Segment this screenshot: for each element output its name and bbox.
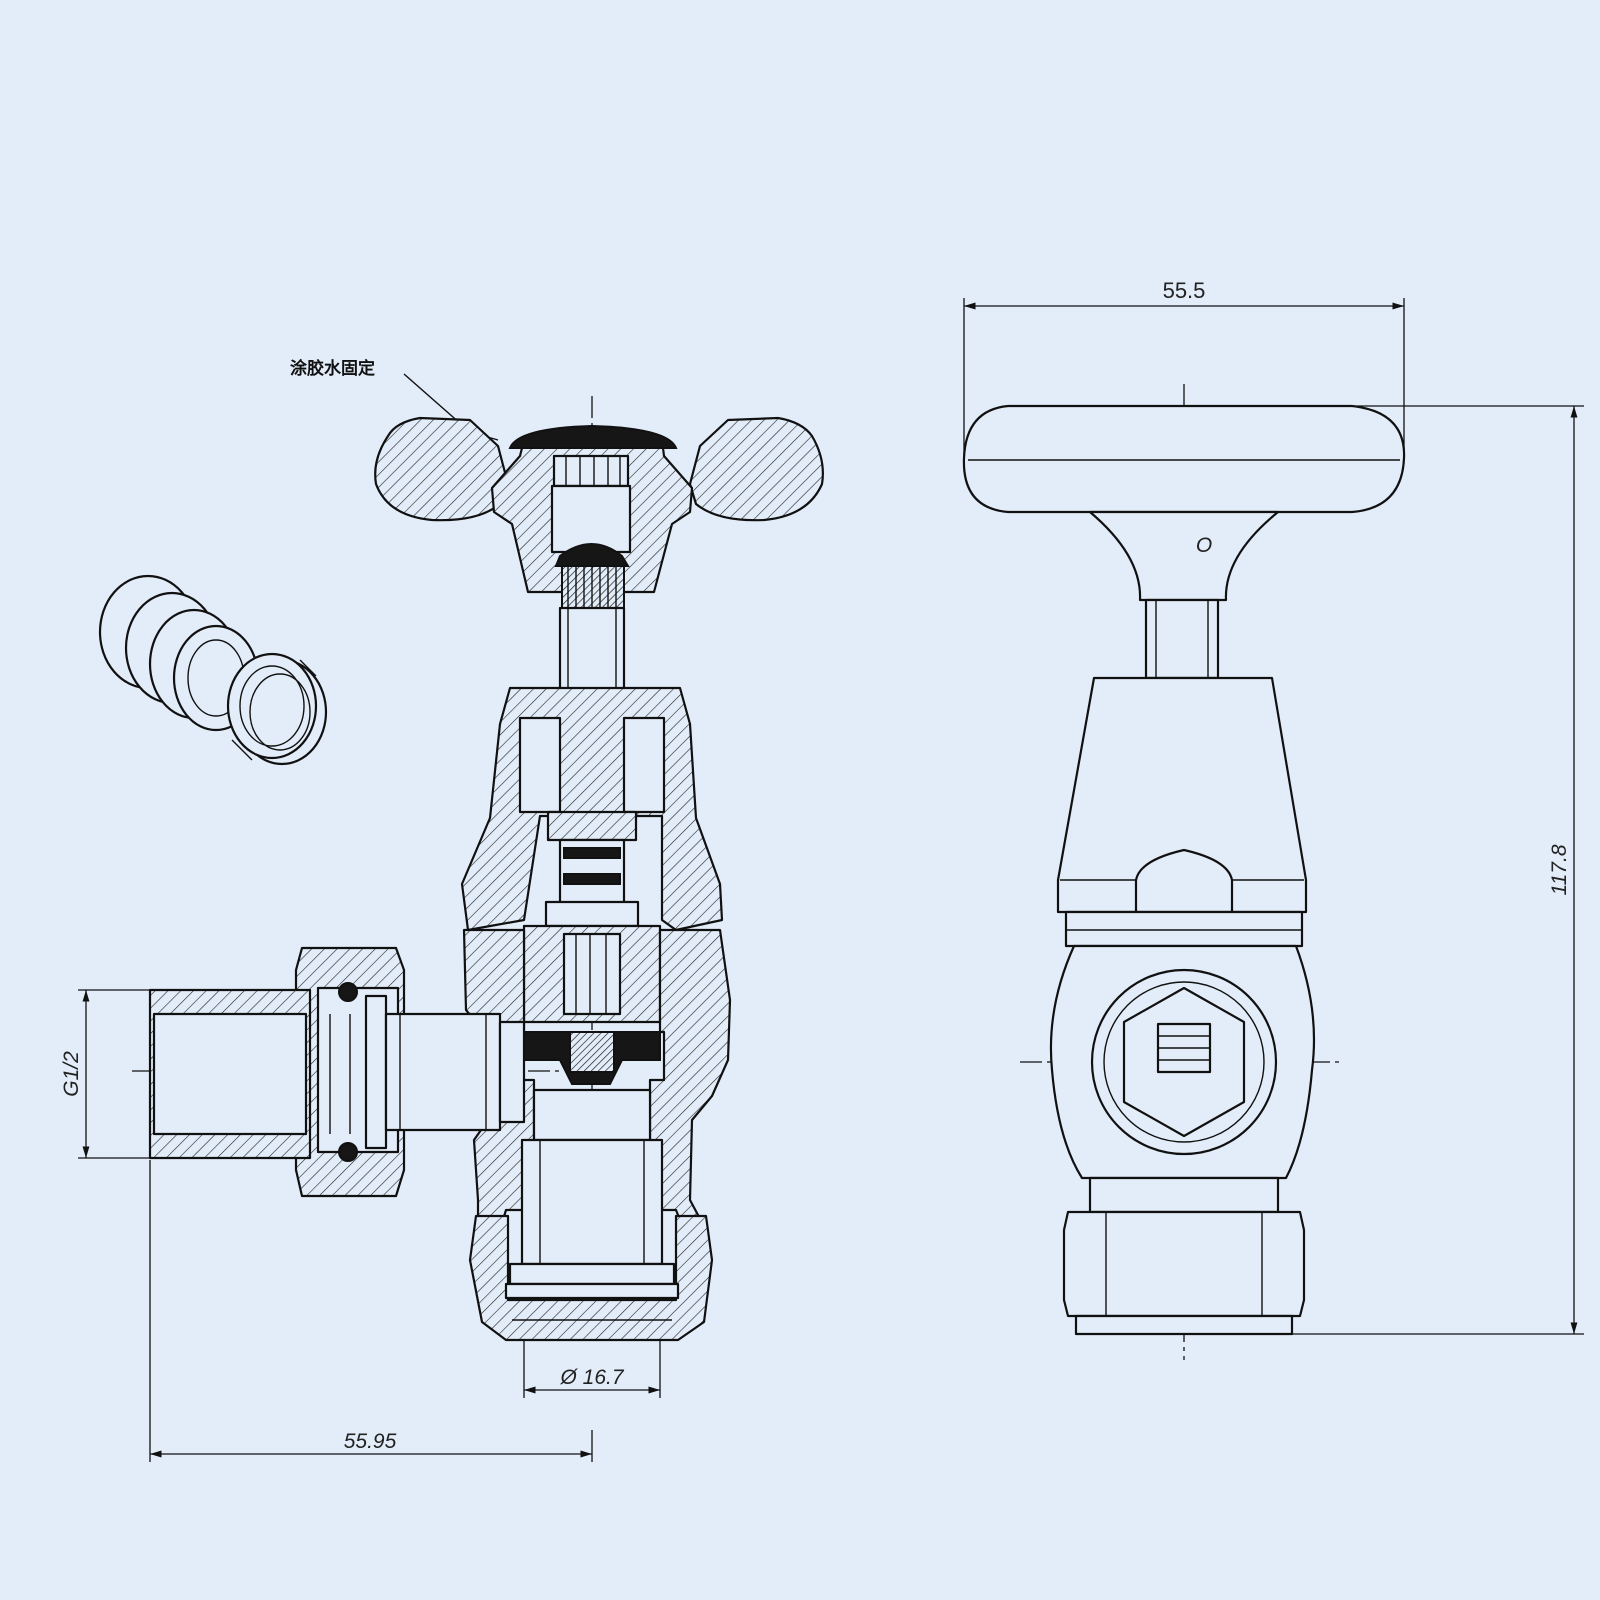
overall-height-label: 117.8 <box>1548 844 1571 895</box>
thread-label: G1/2 <box>60 1051 83 1097</box>
glue-annotation: 涂胶水固定 <box>290 358 375 379</box>
section-view <box>132 396 824 1342</box>
dimension-overall-height: 117.8 <box>1290 405 1584 1335</box>
dimension-inlet-length: 55.95 <box>149 1160 593 1462</box>
cap-nut-icon <box>226 652 328 766</box>
handle-width-label: 55.5 <box>1163 278 1206 303</box>
dimension-thread: G1/2 <box>60 989 150 1159</box>
dimension-outlet-diameter: Ø 16.7 <box>523 1340 661 1398</box>
neck-mark: O <box>1196 534 1212 557</box>
dimension-handle-width: 55.5 <box>963 278 1405 456</box>
inlet-length-label: 55.95 <box>344 1430 397 1453</box>
outlet-diameter-label: Ø 16.7 <box>559 1366 624 1389</box>
elevation-view: O <box>962 384 1406 1360</box>
